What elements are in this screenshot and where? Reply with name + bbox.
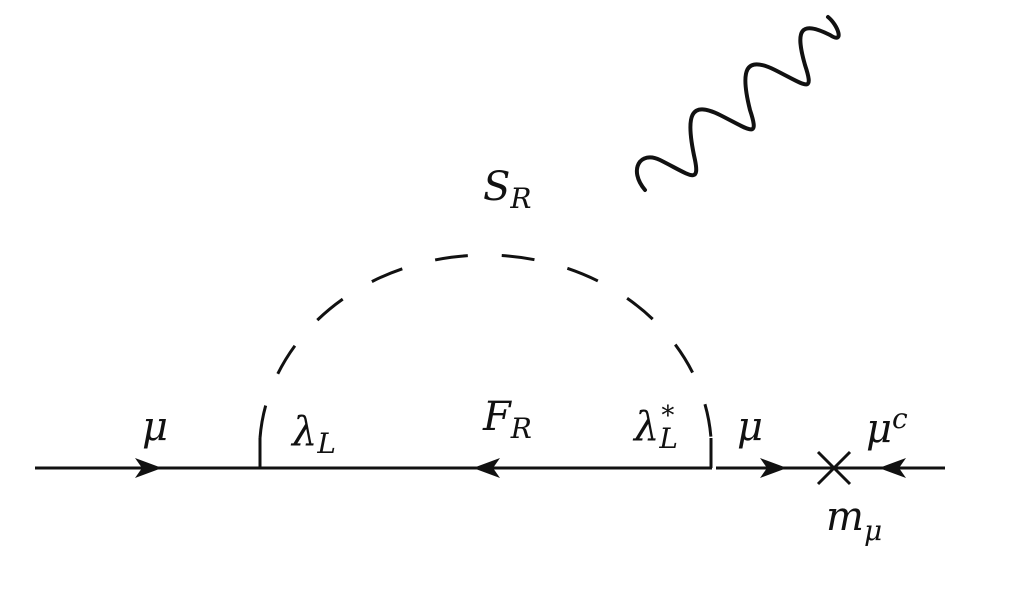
arrow-left-icon <box>879 458 906 478</box>
arrow-right-icon <box>135 458 162 478</box>
mass-insertion-cross-icon <box>816 450 852 486</box>
scalar-dashed-arc <box>258 253 713 439</box>
arrow-left-icon <box>473 458 500 478</box>
photon-wavy-line <box>634 15 841 192</box>
label-mu-out: μ <box>737 404 763 450</box>
arrow-right-icon <box>760 458 787 478</box>
label-m-mu: mμ <box>826 494 882 547</box>
label-mu-in: μ <box>142 404 168 450</box>
label-F-R: FR <box>482 394 532 445</box>
label-mu-c: μc <box>866 402 908 452</box>
label-S-R: SR <box>483 164 532 215</box>
label-lambda-L-star: λ*L <box>632 401 678 455</box>
label-lambda-L: λL <box>290 409 336 460</box>
